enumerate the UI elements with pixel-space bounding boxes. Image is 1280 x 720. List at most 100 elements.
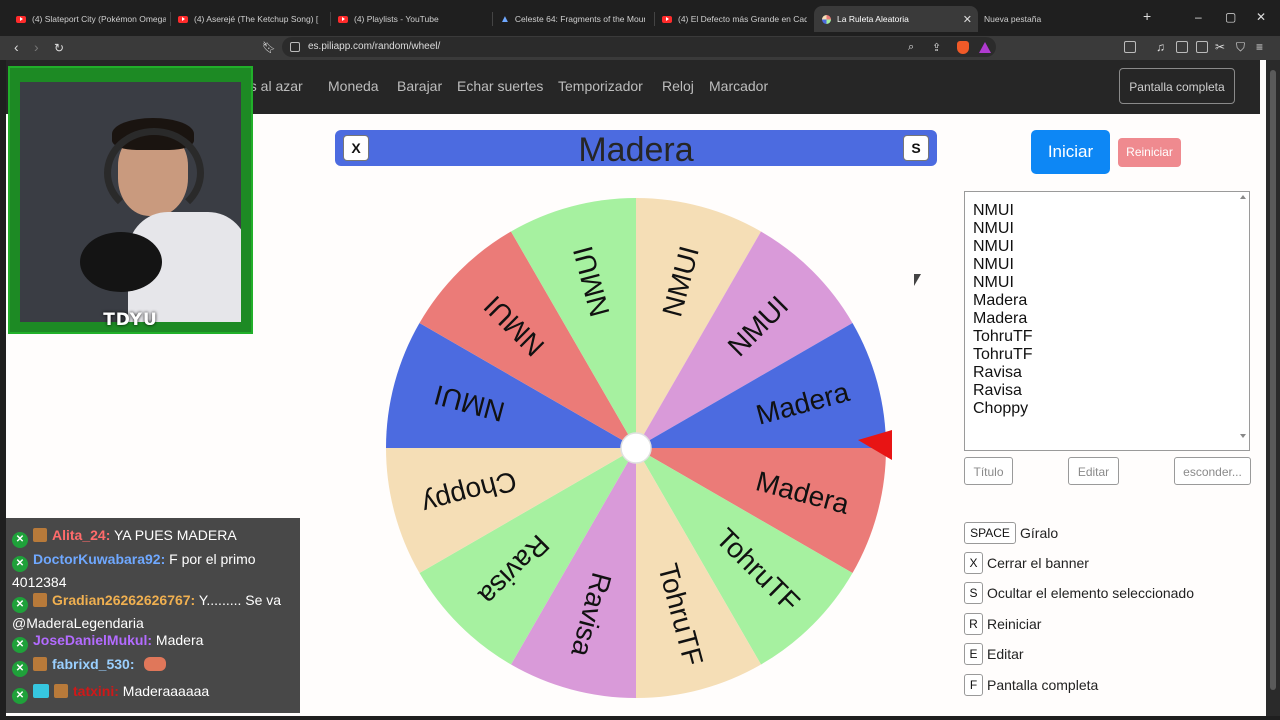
chat-text: Madera xyxy=(155,632,204,648)
vpn-icon[interactable]: ⛉ xyxy=(1236,40,1246,54)
new-tab-icon[interactable]: + xyxy=(1143,8,1152,24)
wheel-segment xyxy=(386,448,636,573)
list-item: Ravisa xyxy=(973,382,1022,399)
sidebar-icon[interactable] xyxy=(1176,41,1188,53)
browser-tab[interactable]: (4) Aserejé (The Ketchup Song) [ xyxy=(178,6,323,32)
close-banner-button[interactable]: X xyxy=(343,135,369,161)
streamer-name: TDYU xyxy=(103,310,158,330)
wheel-segment xyxy=(419,231,636,448)
nav-link-clock[interactable]: Reloj xyxy=(662,78,694,94)
nav-link-coin[interactable]: Moneda xyxy=(328,78,379,94)
hand-emote-icon xyxy=(144,657,167,671)
browser-tab[interactable]: (4) El Defecto más Grande en Cada C xyxy=(662,6,807,32)
chat-username: DoctorKuwabara92: xyxy=(33,551,166,567)
tab-divider xyxy=(492,12,493,26)
brave-shield-icon[interactable] xyxy=(957,41,969,54)
fullscreen-button[interactable]: Pantalla completa xyxy=(1119,68,1235,104)
wheel-segment xyxy=(511,198,636,448)
list-item: Madera xyxy=(973,292,1028,309)
subscriber-badge-icon xyxy=(33,684,49,698)
badge-icon: ✕ xyxy=(12,597,28,613)
close-tab-icon[interactable]: ✕ xyxy=(962,13,972,26)
bookmark-icon[interactable]: 🔖︎ xyxy=(262,42,276,54)
hide-selected-button[interactable]: S xyxy=(903,135,929,161)
hide-button[interactable]: esconder... xyxy=(1174,457,1251,485)
list-item: Choppy xyxy=(973,400,1029,417)
browser-tab[interactable]: Nueva pestaña xyxy=(984,14,1042,24)
headphones-icon xyxy=(104,128,204,218)
nav-link-draw-lots[interactable]: Echar suertes xyxy=(457,78,544,94)
shortcut-key: E xyxy=(964,643,983,665)
start-button[interactable]: Iniciar xyxy=(1031,130,1110,174)
webcam-overlay: TDYU xyxy=(8,66,253,334)
wallet-icon[interactable] xyxy=(1196,41,1208,53)
chat-text: Maderaaaaaa xyxy=(122,683,210,699)
zoom-icon[interactable]: ⌕ xyxy=(908,41,915,53)
list-item: Madera xyxy=(973,310,1028,327)
brave-rewards-icon[interactable] xyxy=(979,42,991,53)
wheel-segment xyxy=(636,448,886,573)
minimize-icon[interactable]: – xyxy=(1195,10,1202,24)
shortcut-label: Pantalla completa xyxy=(987,677,1099,693)
page-viewport: os al azar Moneda Barajar Echar suertes … xyxy=(6,60,1266,716)
chat-username: Alita_24: xyxy=(52,527,111,543)
browser-tab[interactable]: (4) Playlists - YouTube xyxy=(338,6,483,32)
reload-icon[interactable]: ↻ xyxy=(54,41,65,55)
badge-icon: ✕ xyxy=(12,688,28,704)
music-icon[interactable]: ♫ xyxy=(1156,40,1165,54)
chat-username: fabrixd_530: xyxy=(52,656,135,672)
browser-tab[interactable]: (4) Slateport City (Pokémon Omega Ru xyxy=(16,6,166,32)
mouse-cursor-icon xyxy=(914,274,921,286)
tab-divider xyxy=(654,12,655,26)
back-icon[interactable]: ‹ xyxy=(14,39,19,55)
textarea-scroll-down-icon[interactable] xyxy=(1240,434,1246,438)
extensions-icon[interactable]: ✂ xyxy=(1215,40,1226,54)
forward-icon[interactable]: › xyxy=(34,39,39,55)
chat-username: tatxini: xyxy=(73,683,119,699)
stream-chat: ✕Alita_24: YA PUES MADERA ✕DoctorKuwabar… xyxy=(6,518,300,713)
nav-link-scoreboard[interactable]: Marcador xyxy=(709,78,769,94)
chat-username: JoseDanielMukul: xyxy=(33,632,153,648)
list-item: NMUI xyxy=(973,220,1014,237)
cast-icon[interactable] xyxy=(1124,41,1136,53)
gift-icon xyxy=(33,528,47,542)
wheel-segment xyxy=(419,448,636,665)
result-title: Madera xyxy=(578,131,694,169)
url-bar[interactable]: es.piliapp.com/random/wheel/ xyxy=(282,37,996,57)
list-item: NMUI xyxy=(973,238,1014,255)
result-banner: X Madera S xyxy=(335,130,937,169)
list-item: TohruTF xyxy=(973,328,1033,345)
browser-tab-bar: (4) Slateport City (Pokémon Omega Ru (4)… xyxy=(0,0,1280,36)
wheel-segment xyxy=(386,323,636,448)
shortcut-key: S xyxy=(964,582,983,604)
scrollbar-thumb[interactable] xyxy=(1270,70,1276,690)
browser-tab-active[interactable]: La Ruleta Aleatoria✕ xyxy=(814,6,978,32)
list-item: Ravisa xyxy=(973,364,1022,381)
youtube-icon xyxy=(662,15,672,23)
shortcut-key: X xyxy=(964,552,983,574)
close-window-icon[interactable]: ✕ xyxy=(1256,10,1267,24)
maximize-icon[interactable]: ▢ xyxy=(1225,10,1237,24)
site-info-icon[interactable] xyxy=(290,42,300,52)
browser-tab[interactable]: ▲Celeste 64: Fragments of the Mountai xyxy=(500,13,645,25)
menu-icon[interactable]: ≡ xyxy=(1256,40,1264,54)
spin-wheel[interactable]: MaderaTohruTFTohruTFRavisaRavisaChoppyNM… xyxy=(386,190,906,710)
shortcut-label: Gíralo xyxy=(1020,525,1059,541)
nav-link-random-numbers[interactable]: os al azar xyxy=(242,78,303,94)
share-icon[interactable]: ⇪ xyxy=(932,42,942,54)
textarea-scroll-up-icon[interactable] xyxy=(1240,195,1246,199)
nav-link-shuffle[interactable]: Barajar xyxy=(397,78,443,94)
entries-textarea[interactable]: NMUI NMUI NMUI NMUI NMUI Madera Madera T… xyxy=(964,191,1250,451)
page-scrollbar[interactable] xyxy=(1266,60,1280,716)
reset-button[interactable]: Reiniciar xyxy=(1118,138,1181,167)
nav-link-timer[interactable]: Temporizador xyxy=(558,78,643,94)
gift-icon xyxy=(54,684,68,698)
badge-icon: ✕ xyxy=(12,637,28,653)
wheel-hub[interactable] xyxy=(620,432,652,464)
title-button[interactable]: Título xyxy=(964,457,1013,485)
wheel-segment xyxy=(636,448,761,698)
edit-button[interactable]: Editar xyxy=(1068,457,1119,485)
chat-message: ✕DoctorKuwabara92: F por el primo 401238… xyxy=(12,549,296,592)
wheel-segment xyxy=(636,231,853,448)
chat-message: ✕Gradian26262626767: Y......... Se va @M… xyxy=(12,590,296,633)
